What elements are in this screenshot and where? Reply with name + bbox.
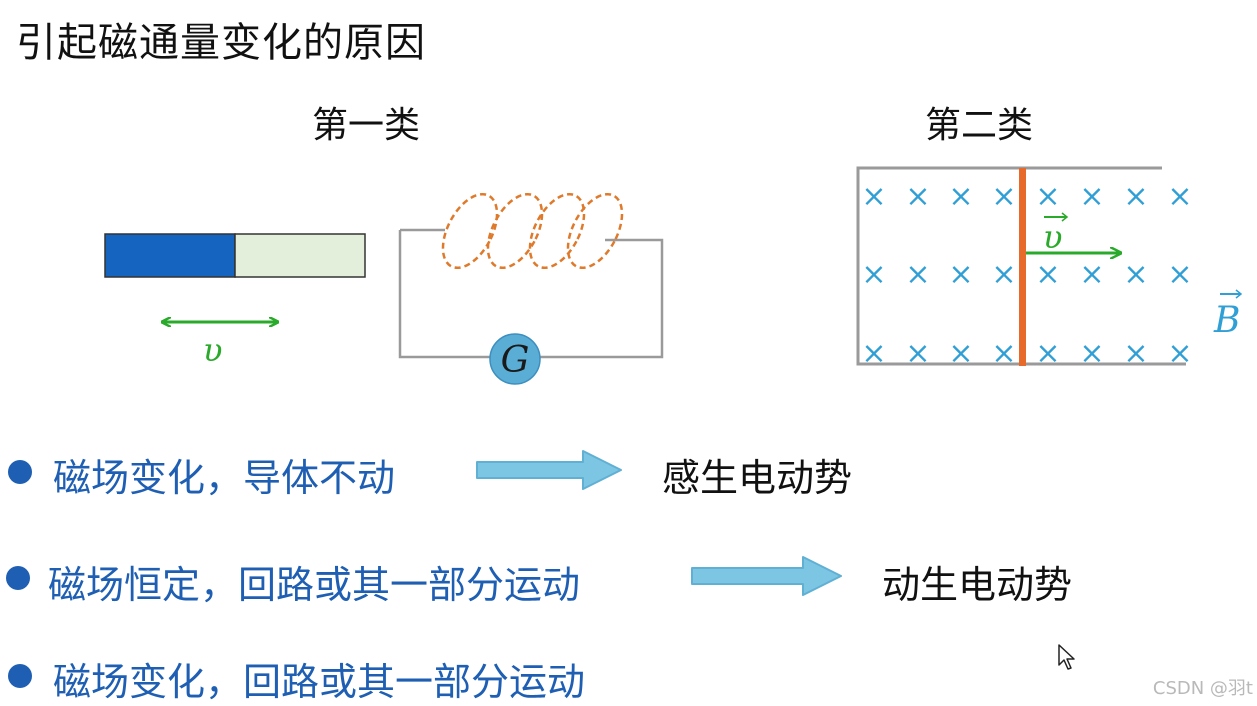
bullet-text-3: 磁场变化，回路或其一部分运动 [53, 660, 586, 704]
bullet-text-2: 磁场恒定，回路或其一部分运动 [48, 563, 581, 607]
galvanometer-label: G [501, 340, 530, 381]
svg-text:×: × [1167, 257, 1192, 292]
svg-text:×: × [861, 336, 886, 371]
category-two-diagram: × × × × × × × × × × × × × × × × × × × × … [856, 166, 1243, 371]
conducting-rod [1019, 168, 1026, 366]
flow-arrow-2 [691, 556, 842, 596]
velocity-symbol-one: υ [203, 331, 222, 369]
coil [441, 192, 624, 270]
category-one-label: 第一类 [312, 105, 421, 146]
galvanometer: G [489, 333, 541, 385]
bullet-dot-2 [6, 566, 30, 590]
svg-text:×: × [991, 179, 1016, 214]
svg-text:×: × [1123, 257, 1148, 292]
svg-text:×: × [1035, 179, 1060, 214]
svg-text:×: × [1167, 336, 1192, 371]
svg-text:×: × [1079, 179, 1104, 214]
svg-text:×: × [1123, 179, 1148, 214]
cursor-pointer-icon [1058, 644, 1075, 670]
svg-text:×: × [948, 179, 973, 214]
result-text-2: 动生电动势 [882, 563, 1073, 607]
svg-text:×: × [1035, 336, 1060, 371]
flow-arrow-1 [476, 450, 622, 490]
magnet-pole-light [234, 233, 366, 278]
category-two-label: 第二类 [925, 105, 1034, 146]
svg-text:×: × [905, 257, 930, 292]
result-text-1: 感生电动势 [662, 456, 853, 500]
svg-text:×: × [1079, 336, 1104, 371]
svg-text:×: × [948, 257, 973, 292]
bullet-text-1: 磁场变化，导体不动 [53, 456, 396, 500]
svg-text:×: × [991, 336, 1016, 371]
field-symbol: B [1213, 300, 1240, 341]
svg-text:×: × [991, 257, 1016, 292]
svg-text:×: × [1167, 179, 1192, 214]
bullet-dot-3 [8, 664, 32, 688]
circuit-wire-one [398, 230, 664, 359]
svg-text:×: × [1079, 257, 1104, 292]
bar-magnet [104, 233, 366, 278]
svg-text:×: × [861, 257, 886, 292]
svg-text:×: × [1035, 257, 1060, 292]
magnetic-field-marks: × × × × × × × × × × × × × × × × × × × × … [861, 179, 1192, 371]
bullet-dot-1 [8, 460, 32, 484]
svg-text:×: × [861, 179, 886, 214]
category-one-diagram: υ G [104, 192, 664, 385]
watermark: CSDN @羽t [1152, 678, 1253, 699]
svg-text:×: × [948, 336, 973, 371]
velocity-symbol-two: υ [1043, 218, 1062, 256]
page-title: 引起磁通量变化的原因 [16, 20, 426, 66]
svg-text:×: × [905, 179, 930, 214]
svg-text:×: × [1123, 336, 1148, 371]
magnet-pole-dark [104, 233, 236, 278]
svg-text:×: × [905, 336, 930, 371]
